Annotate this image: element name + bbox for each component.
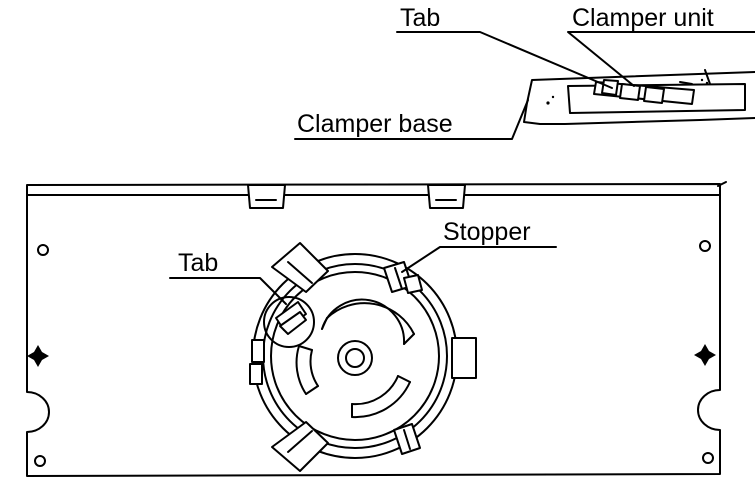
label-stopper: Stopper [443, 218, 531, 246]
label-clamper-base: Clamper base [297, 110, 453, 138]
top-clip-left [247, 184, 286, 209]
base-plate [26, 183, 721, 477]
leader-stopper [401, 246, 557, 273]
leader-clamper-base [294, 99, 529, 140]
tab-highlight-circle [263, 296, 315, 348]
tab-part [275, 301, 307, 335]
leader-bottom-tab [169, 277, 287, 305]
clamper-disc [249, 242, 477, 472]
top-clip-right [427, 184, 466, 209]
mounting-holes [34, 240, 714, 467]
front-view [26, 181, 727, 477]
leader-top-tab [396, 31, 613, 89]
clamper-unit-part [593, 78, 709, 105]
label-tab-top: Tab [400, 4, 440, 32]
label-tab-bottom: Tab [178, 249, 218, 277]
leader-clamper-unit [567, 31, 755, 87]
side-view [294, 31, 755, 140]
alignment-marks [27, 344, 716, 367]
label-clamper-unit: Clamper unit [572, 4, 714, 32]
